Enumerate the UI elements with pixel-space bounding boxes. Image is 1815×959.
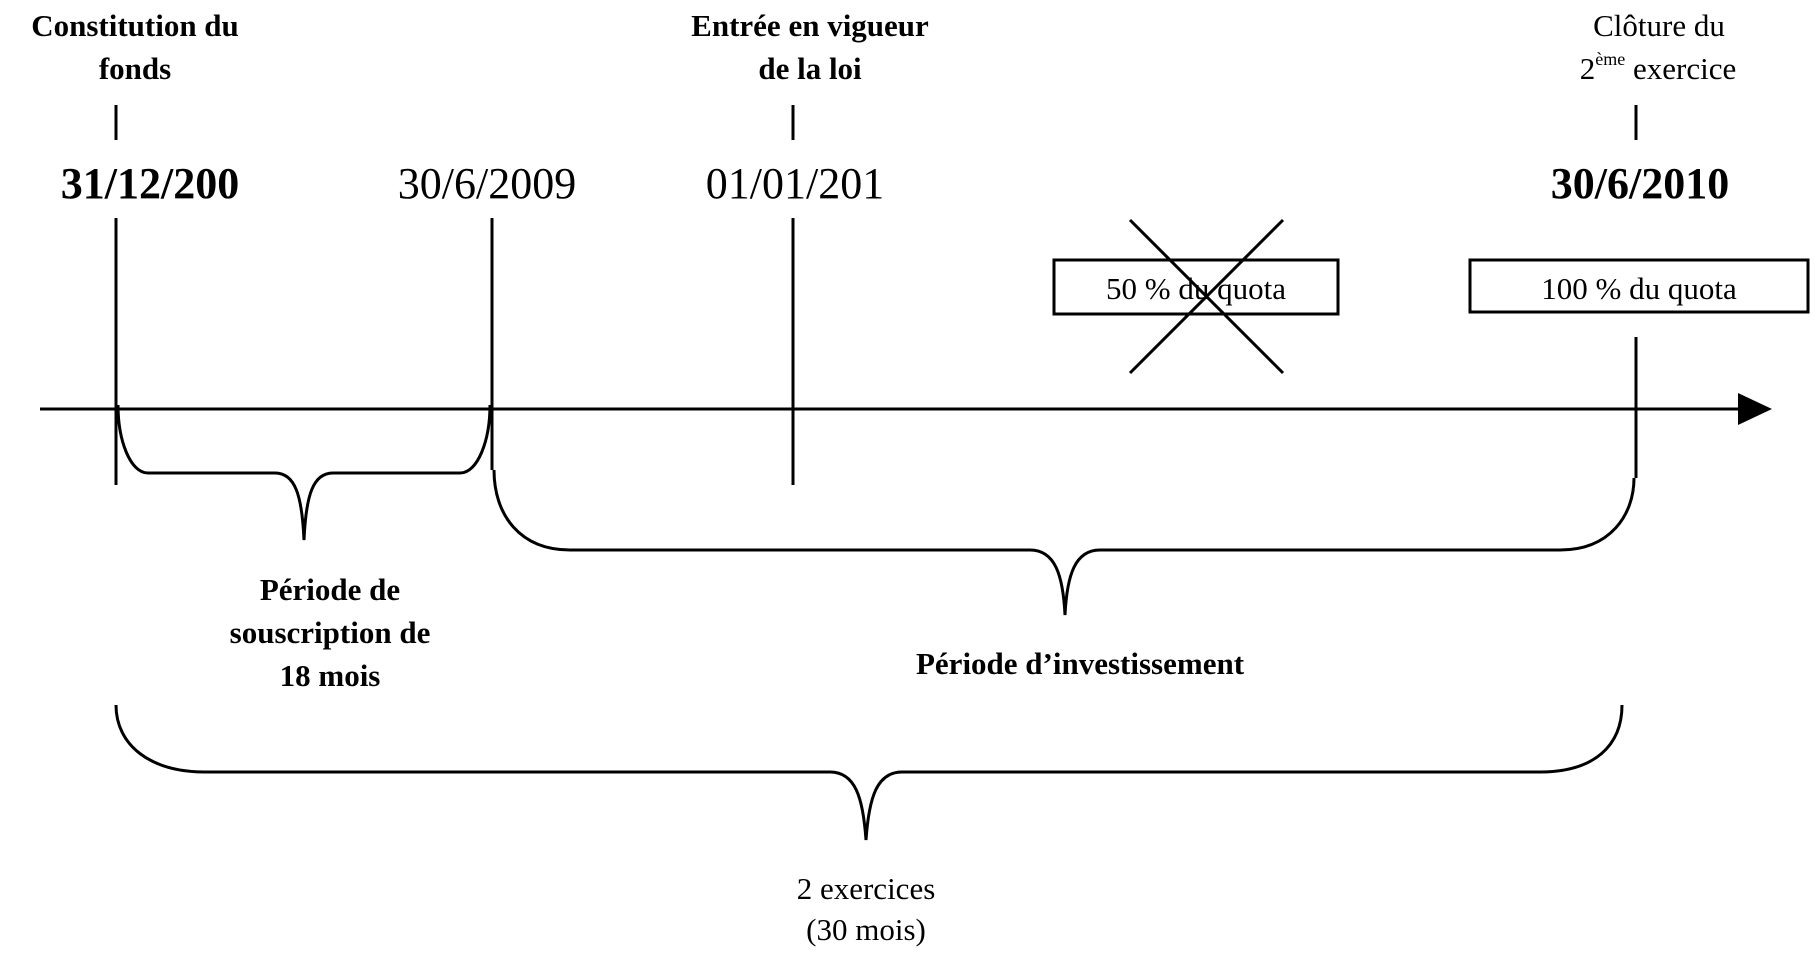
date-constitution: 31/12/200 xyxy=(61,159,239,208)
constitution-label-line2: fonds xyxy=(99,51,171,86)
quota-box-50-text: 50 % du quota xyxy=(1106,271,1286,306)
brace-souscription xyxy=(116,404,492,541)
entree-vigueur-label-line2: de la loi xyxy=(758,51,862,86)
exercices-label-line2: (30 mois) xyxy=(806,912,926,947)
timeline-arrowhead xyxy=(1738,393,1772,425)
quota-box-100 xyxy=(1468,258,1810,314)
periode-investissement-label: Période d’investissement xyxy=(916,646,1245,681)
quota-box-100-text: 100 % du quota xyxy=(1541,271,1737,306)
cloture-label-line1: Clôture du xyxy=(1593,8,1725,43)
brace-exercices xyxy=(114,704,1624,841)
date-fin-souscription: 30/6/2009 xyxy=(398,159,576,208)
exercices-label-line1: 2 exercices xyxy=(797,871,936,906)
periode-souscription-line2: souscription de xyxy=(230,615,431,650)
cloture-exercice-sup: ème xyxy=(1595,49,1625,69)
periode-souscription-line1: Période de xyxy=(260,572,400,607)
cloture-exercice-rest: exercice xyxy=(1625,51,1736,86)
quota-box-50 xyxy=(1052,258,1340,316)
date-entree-vigueur: 01/01/201 xyxy=(706,159,884,208)
cloture-label-line2: 2ème exercice xyxy=(1580,49,1736,86)
entree-vigueur-label-line1: Entrée en vigueur xyxy=(691,8,929,43)
brace-investissement xyxy=(492,469,1636,616)
date-cloture: 30/6/2010 xyxy=(1551,159,1729,208)
periode-souscription-line3: 18 mois xyxy=(280,658,381,693)
constitution-label-line1: Constitution du xyxy=(31,8,239,43)
cross-line-2 xyxy=(1128,218,1285,375)
cloture-exercice-number: 2 xyxy=(1580,51,1596,86)
